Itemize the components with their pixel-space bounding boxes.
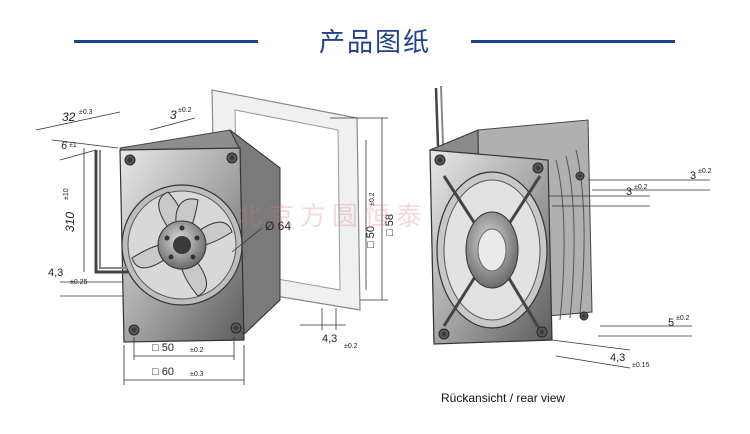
dim-3-top: 3 xyxy=(170,108,177,122)
header-line-right xyxy=(471,40,675,43)
dim-6-tol: ±1 xyxy=(69,142,77,149)
header-line-left xyxy=(74,40,258,43)
rear-cable xyxy=(434,87,440,147)
dim-60-horizontal-tol: ±0.3 xyxy=(190,371,204,378)
rear-corner-holes xyxy=(434,154,589,340)
dim-58: □ 58 xyxy=(384,214,396,236)
rear-dim-3b-tol: ±0.2 xyxy=(698,168,712,175)
rear-dim-3a: 3 xyxy=(626,186,632,198)
dim-43-right: 4,3 xyxy=(322,333,337,345)
dim-32-tol: ±0.3 xyxy=(79,109,93,116)
dim-dia-64: Ø 64 xyxy=(265,219,291,233)
dim-50-horizontal-tol: ±0.2 xyxy=(190,347,204,354)
dim-43-right-tol: ±0.2 xyxy=(344,343,358,350)
page-title: 产品图纸 xyxy=(318,28,431,58)
dim-6: 6 xyxy=(61,140,68,152)
front-dimension-lines xyxy=(35,111,388,385)
front-fan-drawing xyxy=(94,89,361,343)
dim-310: 310 xyxy=(63,212,77,232)
dim-43-tol: ±0.25 xyxy=(70,279,88,286)
rear-dim-43: 4,3 xyxy=(610,352,625,364)
rear-view-caption: Rückansicht / rear view xyxy=(441,391,566,405)
rear-dim-3b: 3 xyxy=(690,170,696,182)
rear-dim-5-tol: ±0.2 xyxy=(676,315,690,322)
dim-310-tol: ±10 xyxy=(63,188,70,200)
dim-60-horizontal: □ 60 xyxy=(152,366,174,378)
watermark-text: 北京方圆恒泰 xyxy=(236,202,429,232)
dim-50-vertical-tol: ±0.2 xyxy=(369,192,376,206)
rear-dim-43-tol: ±0.15 xyxy=(632,362,650,369)
dim-50-horizontal: □ 50 xyxy=(152,342,174,354)
rear-fan-drawing xyxy=(429,85,593,345)
dim-32: 32 xyxy=(62,110,76,124)
dim-50-vertical: □ 50 xyxy=(365,226,377,248)
rear-dim-3a-tol: ±0.2 xyxy=(634,184,648,191)
dim-43: 4,3 xyxy=(48,267,63,279)
rear-dim-5: 5 xyxy=(668,317,674,329)
front-corner-holes xyxy=(124,152,242,336)
dim-3-top-tol: ±0.2 xyxy=(178,107,192,114)
front-cable xyxy=(94,150,128,274)
rear-dimension-lines xyxy=(548,179,710,369)
